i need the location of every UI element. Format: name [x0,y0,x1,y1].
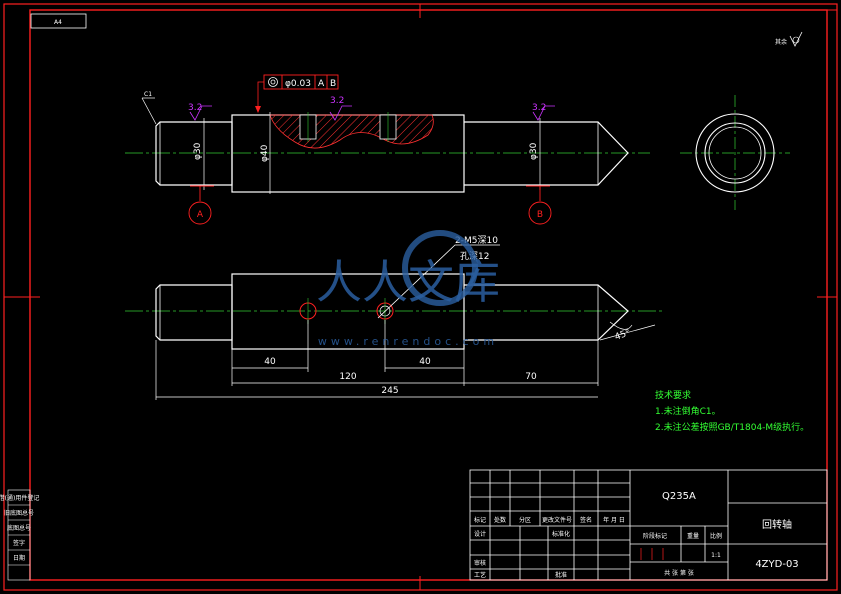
tb-stage-mark: 阶段标记 [643,532,667,540]
len-40-b: 40 [419,357,431,367]
thread-note-1: 2-M5深10 [455,235,498,246]
title-block-red-cells [640,548,664,560]
tb-standardize: 标准化 [552,530,570,538]
tolerance-value: φ0.03 [285,79,311,89]
drawing-number: 4ZYD-03 [755,559,798,570]
tolerance-ref-a: A [318,79,325,89]
watermark-text: 人人文库 [316,255,500,309]
datum-b: B [537,210,543,220]
thread-leader [377,244,500,319]
tech-item-2: 2.未注公差按照GB/T1804-M级执行。 [655,421,809,433]
tb-count: 处数 [494,516,506,524]
datum-markers [188,185,552,225]
border-center-marks [4,4,837,590]
left-strip-item-1: 借(通)用件登记 [0,494,39,502]
watermark-url: www.renrendoc.com [318,335,498,348]
inner-border [29,9,828,581]
top-left-box-text: A4 [54,19,62,26]
right-shaft-top [464,121,629,186]
len-70: 70 [525,372,537,382]
diameter-dim-lines [203,112,541,194]
roughness-note: 其余 [775,38,787,46]
title-block [469,469,828,581]
material: Q235A [662,491,696,502]
roughness-marks [189,105,555,121]
left-shaft-bottom [155,284,233,341]
tech-title: 技术要求 [655,389,691,401]
right-shaft-bottom [464,284,629,341]
roughness-circle-icon [792,36,800,44]
left-strip [7,489,31,581]
tb-review: 审核 [474,559,486,567]
dia-30-right: φ30 [529,142,539,160]
tb-scale-label: 比例 [710,532,722,540]
tb-change-doc: 更改文件号 [542,516,572,524]
roughness-symbol-icon [789,31,803,47]
datum-a: A [197,210,204,220]
tb-signature: 签名 [580,516,592,524]
len-245: 245 [381,386,398,396]
tolerance-frame [255,74,339,113]
left-strip-item-5: 日期 [13,554,25,562]
tb-weight: 重量 [687,532,699,540]
top-left-box [30,13,87,29]
roughness-3: 3.2 [532,103,546,113]
tb-zone: 分区 [519,516,531,524]
tolerance-ref-b: B [330,79,336,89]
tb-approve: 批准 [555,571,567,579]
dia-30-left: φ30 [193,142,203,160]
length-dim-lines [155,320,599,400]
part-name: 回转轴 [762,518,792,531]
watermark: 人人文库 www.renrendoc.com [316,230,500,348]
middle-body-bottom [231,273,465,350]
left-strip-item-2: 旧底图总号 [4,509,34,517]
section-hatch [269,114,434,149]
tb-mark: 标记 [474,516,486,524]
tb-sheets: 共 张 第 张 [664,569,694,577]
scale: 1:1 [711,552,721,559]
angle-arc [609,321,633,330]
left-strip-item-4: 签字 [13,539,25,547]
angle-label: 45° [614,328,632,343]
tb-process: 工艺 [474,571,486,579]
dia-40: φ40 [260,144,270,162]
tech-item-1: 1.未注倒角C1。 [655,405,721,417]
len-40-a: 40 [264,357,276,367]
len-120: 120 [339,372,356,382]
chamfer-label: C1 [144,91,152,98]
roughness-2: 3.2 [330,96,344,106]
roughness-1: 3.2 [188,103,202,113]
tb-date: 年 月 日 [603,516,625,524]
tb-design: 设计 [474,530,486,538]
chamfer-leader [141,97,157,125]
left-strip-item-3: 底图总号 [7,524,31,532]
side-view [680,95,790,210]
